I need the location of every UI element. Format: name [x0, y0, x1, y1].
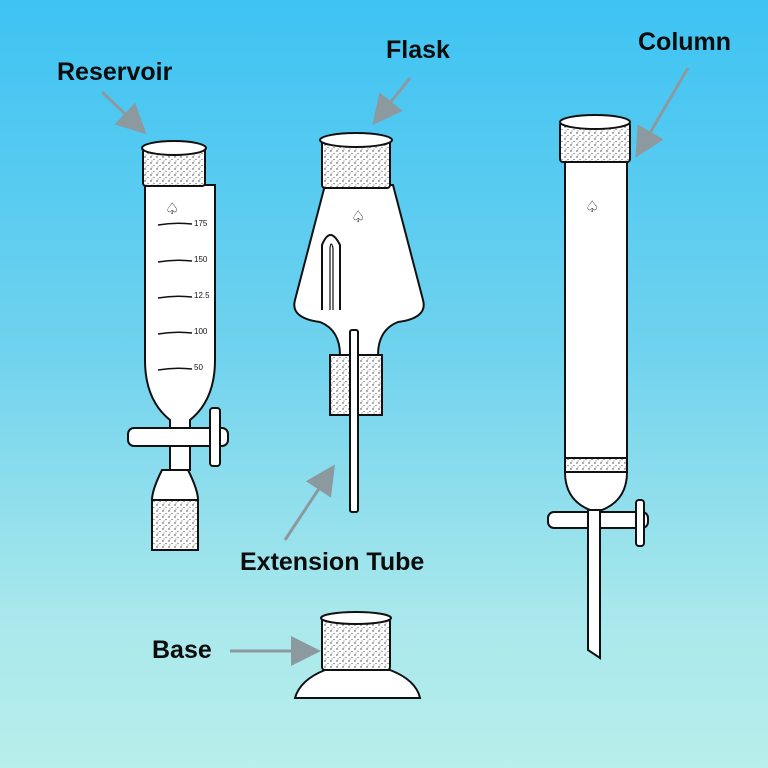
column-illustration: ♤	[547, 114, 649, 660]
base-label: Base	[152, 636, 212, 664]
reservoir-illustration: ♤ 175 150 12.5 100 50	[127, 140, 229, 551]
graduation-175: 175	[194, 219, 208, 228]
svg-text:♤: ♤	[351, 209, 365, 226]
base-illustration	[293, 611, 422, 699]
graduation-50: 50	[194, 363, 203, 372]
pointer-arrows	[100, 67, 690, 666]
flask-illustration: ♤	[293, 132, 425, 513]
graduation-150: 150	[194, 255, 208, 264]
extension-tube-arrow-icon	[283, 464, 335, 541]
graduation-100: 100	[194, 327, 208, 336]
flask-label: Flask	[386, 36, 450, 64]
svg-text:♤: ♤	[165, 201, 179, 218]
svg-text:♤: ♤	[585, 199, 599, 216]
extension-tube-label: Extension Tube	[240, 548, 425, 576]
flask-arrow-icon	[372, 77, 412, 126]
column-label: Column	[638, 28, 732, 56]
column-arrow-icon	[635, 67, 690, 158]
reservoir-arrow-icon	[100, 90, 147, 135]
reservoir-label: Reservoir	[57, 58, 173, 86]
graduation-125: 12.5	[194, 291, 210, 300]
